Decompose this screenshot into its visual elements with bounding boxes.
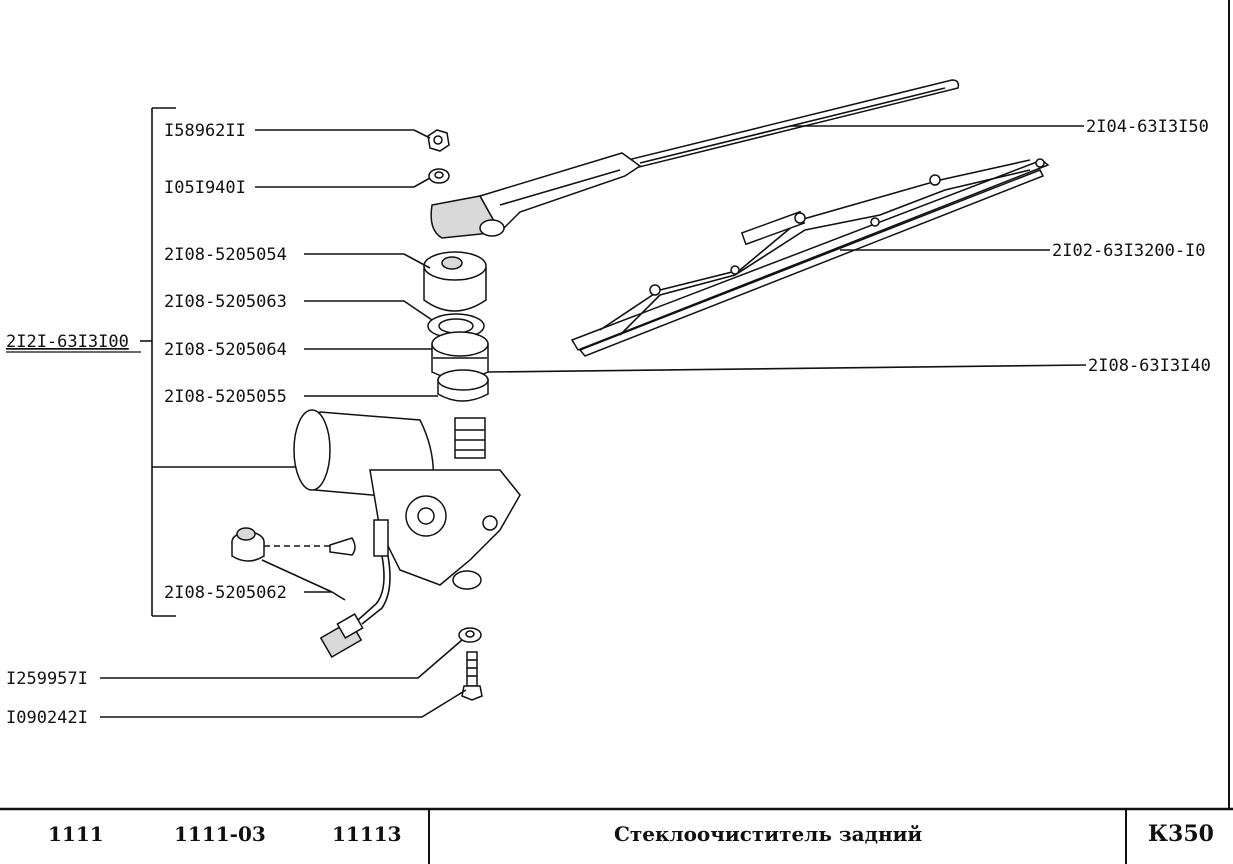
footer-model-3: 11113 (332, 822, 402, 846)
label-cap: 2I08-5205054 (164, 245, 287, 265)
label-blade: 2I02-63I3200-I0 (1052, 241, 1206, 261)
bolt (461, 651, 483, 701)
label-seal: 2I08-5205055 (164, 387, 287, 407)
footer-model-2: 1111-03 (174, 822, 266, 846)
footer-model-1: 1111 (48, 822, 104, 846)
footer-frame (0, 807, 1233, 864)
washer-bottom (458, 627, 482, 643)
label-nut: I58962II (164, 121, 246, 141)
label-bushing: 2I08-5205064 (164, 340, 287, 360)
label-assembly: 2I2I-63I3I00 (6, 332, 129, 352)
label-washer-top: I05I940I (164, 178, 246, 198)
leader-lines (100, 125, 1087, 718)
assembly-bracket (140, 107, 300, 617)
label-ring: 2I08-5205063 (164, 292, 287, 312)
seal (437, 369, 489, 402)
footer-title: Стеклоочиститель задний (614, 822, 923, 846)
footer-code: К350 (1148, 821, 1214, 847)
label-washer-bottom: I259957I (6, 669, 88, 689)
label-grommet: 2I08-5205062 (164, 583, 287, 603)
wiper-arm (430, 79, 960, 239)
label-arm: 2I04-63I3I50 (1086, 117, 1209, 137)
grommet (231, 527, 330, 562)
cap (423, 251, 487, 312)
washer-top (428, 168, 450, 184)
wiper-motor (293, 409, 521, 659)
label-bolt: I090242I (6, 708, 88, 728)
nut (427, 129, 450, 152)
label-arm-assembly: 2I08-63I3I40 (1088, 356, 1211, 376)
wiper-blade (570, 158, 1050, 357)
